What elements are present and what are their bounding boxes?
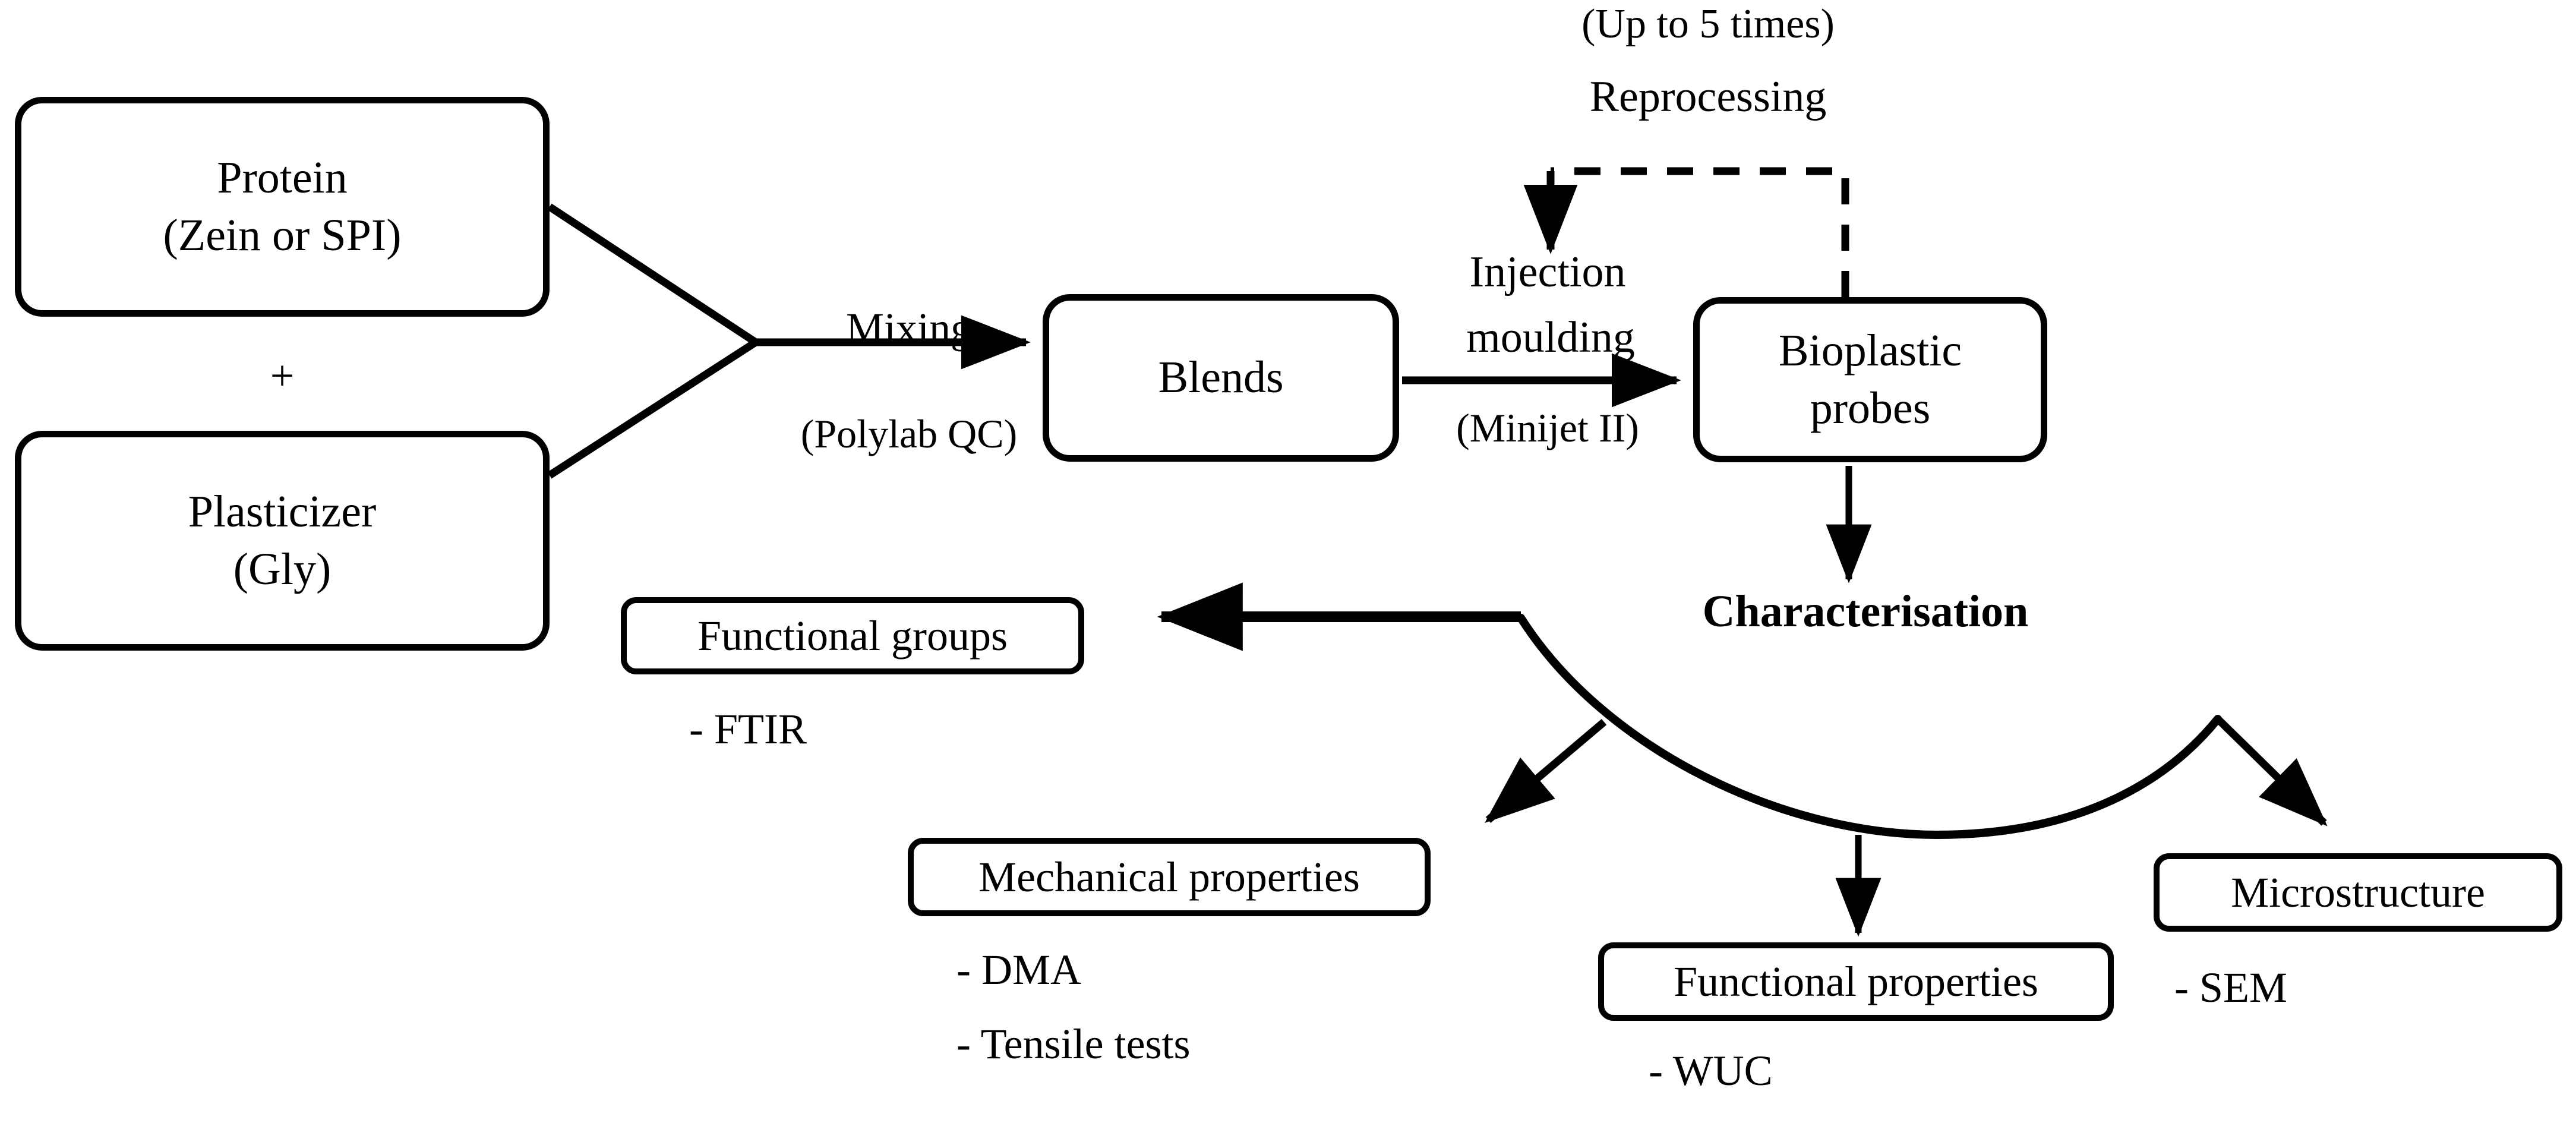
connector-characterisation-curve	[1517, 614, 2222, 840]
edge-label-mixing-equipment: (Polylab QC)	[800, 411, 1018, 456]
edge-label-reprocessing: Reprocessing	[1589, 72, 1827, 121]
node-functional-properties[interactable]: Functional properties	[1598, 942, 2114, 1021]
edge-label-mixing: Mixing	[845, 304, 973, 352]
node-microstructure[interactable]: Microstructure	[2154, 853, 2562, 932]
connector-protein-to-merge	[547, 203, 758, 346]
node-blends-line1: Blends	[1158, 352, 1284, 403]
node-bioplastic-probes-line2: probes	[1810, 383, 1931, 433]
node-bioplastic-probes-line1: Bioplastic	[1778, 325, 1962, 376]
edge-label-injection-equipment: (Minijet II)	[1456, 405, 1639, 450]
node-blends[interactable]: Blends	[1043, 294, 1399, 462]
node-plasticizer-line1: Plasticizer	[188, 486, 377, 537]
connector-branch-mechanical	[1485, 719, 1607, 824]
technique-dma: - DMA	[956, 946, 1081, 993]
characterisation-heading: Characterisation	[1702, 586, 2029, 636]
node-protein-line1: Protein	[217, 152, 348, 203]
edge-label-moulding: moulding	[1466, 313, 1635, 362]
technique-ftir: - FTIR	[689, 705, 807, 753]
node-bioplastic-probes[interactable]: Bioplastic probes	[1693, 297, 2047, 462]
node-functional-groups[interactable]: Functional groups	[621, 597, 1084, 674]
technique-sem: - SEM	[2174, 964, 2288, 1011]
node-mechanical-properties-label: Mechanical properties	[978, 853, 1360, 901]
node-protein-line2: (Zein or SPI)	[163, 210, 402, 260]
edge-label-reprocessing-count: (Up to 5 times)	[1581, 1, 1835, 47]
plus-symbol: +	[270, 352, 295, 399]
node-microstructure-label: Microstructure	[2231, 868, 2485, 916]
technique-wuc: - WUC	[1649, 1047, 1773, 1094]
node-functional-groups-label: Functional groups	[697, 611, 1008, 660]
node-functional-properties-label: Functional properties	[1674, 957, 2038, 1005]
connector-plasticizer-to-merge	[547, 339, 758, 479]
technique-tensile-tests: - Tensile tests	[956, 1020, 1191, 1068]
node-plasticizer-line2: (Gly)	[233, 544, 332, 594]
edge-label-injection: Injection	[1469, 248, 1626, 296]
connector-branch-microstructure	[2215, 716, 2328, 827]
node-mechanical-properties[interactable]: Mechanical properties	[908, 838, 1431, 916]
node-plasticizer[interactable]: Plasticizer (Gly)	[15, 431, 550, 651]
node-protein[interactable]: Protein (Zein or SPI)	[15, 97, 550, 317]
